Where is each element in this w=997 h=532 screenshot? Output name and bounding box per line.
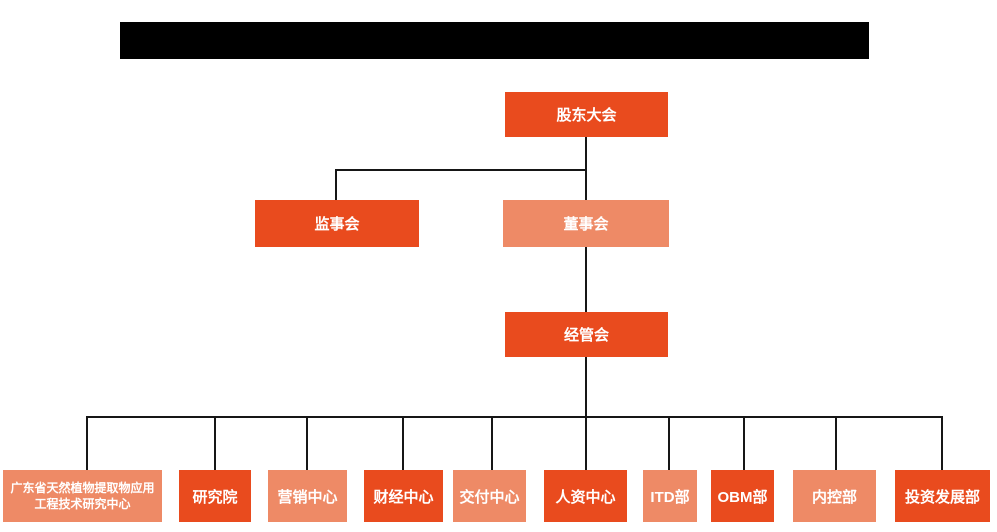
- org-node-board-of-directors: 董事会: [503, 200, 669, 247]
- connector-departments-branch: [86, 416, 943, 418]
- connector-drop-dept-0: [86, 416, 88, 470]
- connector-drop-dept-2: [306, 416, 308, 470]
- connector-drop-dept-9: [941, 416, 943, 470]
- org-node-research-institute: 研究院: [179, 470, 251, 522]
- connector-level2-branch: [335, 169, 586, 171]
- connector-drop-dept-6: [668, 416, 670, 470]
- org-node-finance-center: 财经中心: [364, 470, 443, 522]
- connector-drop-dept-5: [585, 416, 587, 470]
- org-node-marketing-center: 营销中心: [268, 470, 347, 522]
- org-node-obm-department: OBM部: [711, 470, 774, 522]
- redacted-title-bar: [120, 22, 869, 59]
- org-node-delivery-center: 交付中心: [453, 470, 526, 522]
- org-node-supervisory-board: 监事会: [255, 200, 419, 247]
- org-node-guangdong-plant-extract-research-center: 广东省天然植物提取物应用工程技术研究中心: [3, 470, 162, 522]
- connector-management-stem: [585, 357, 587, 417]
- connector-drop-dept-3: [402, 416, 404, 470]
- connector-drop-dept-4: [491, 416, 493, 470]
- org-node-shareholders-meeting: 股东大会: [505, 92, 668, 137]
- org-node-itd-department: ITD部: [643, 470, 697, 522]
- connector-drop-dept-8: [835, 416, 837, 470]
- org-node-management-committee: 经管会: [505, 312, 668, 357]
- org-node-hr-center: 人资中心: [544, 470, 627, 522]
- connector-drop-dept-7: [743, 416, 745, 470]
- connector-drop-dept-1: [214, 416, 216, 470]
- org-node-investment-development-department: 投资发展部: [895, 470, 990, 522]
- connector-drop-supervisory: [335, 169, 337, 200]
- org-node-internal-control-department: 内控部: [793, 470, 876, 522]
